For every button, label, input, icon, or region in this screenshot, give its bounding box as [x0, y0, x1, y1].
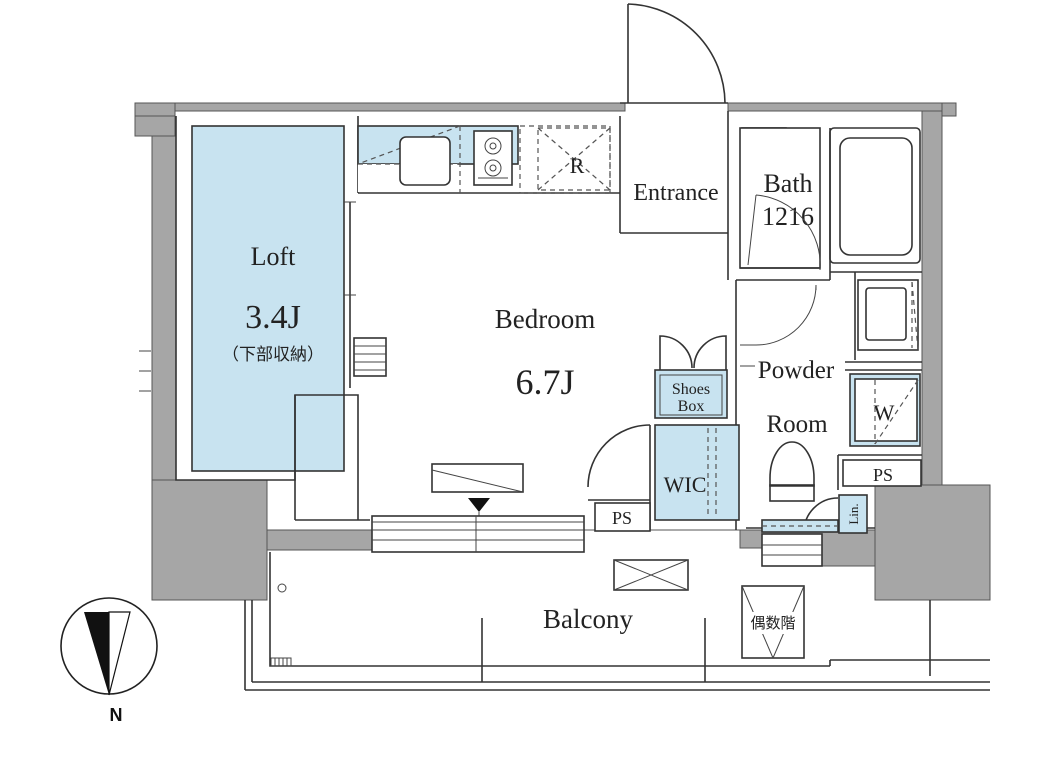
washer-label: W — [874, 400, 895, 425]
hatch-label: 偶数階 — [750, 615, 795, 632]
linen-cabinet: Lin. — [761, 494, 868, 534]
bath-area: Bath 1216 — [739, 127, 921, 271]
balcony-sliding-window — [371, 515, 585, 553]
washer-space: W — [849, 373, 921, 447]
air-conditioner — [431, 463, 524, 493]
balcony-area: Balcony — [244, 552, 990, 691]
shoes-box: Shoes Box — [654, 335, 728, 419]
loft-note: （下部収納） — [222, 345, 324, 364]
loft-ladder — [344, 201, 387, 388]
ps-powder-label: PS — [873, 465, 893, 485]
powder-label: Powder — [758, 357, 835, 384]
air-flow-marker — [468, 498, 490, 512]
bedroom-label: Bedroom — [495, 304, 596, 334]
balcony-label: Balcony — [543, 604, 633, 634]
shoes-box-label-2: Box — [678, 398, 705, 415]
refrigerator-space: R — [537, 127, 611, 191]
linen-label: Lin. — [846, 503, 861, 524]
compass: N — [60, 597, 158, 725]
sink — [399, 136, 451, 186]
bath-size: 1216 — [762, 202, 814, 231]
refrigerator-label: R — [570, 153, 585, 178]
stove — [473, 130, 513, 186]
powder-room-area: Powder Room — [740, 284, 835, 438]
toilet — [769, 441, 815, 502]
ps-bedroom-label: PS — [612, 508, 632, 528]
compass-north-label: N — [110, 705, 123, 725]
kitchen-counter — [357, 125, 611, 194]
loft-label: Loft — [251, 242, 297, 271]
vanity-sink — [857, 279, 919, 351]
entrance-label: Entrance — [633, 180, 718, 206]
loft-size: 3.4J — [245, 299, 301, 336]
walk-in-closet: WIC — [587, 424, 740, 521]
emergency-hatch: 偶数階 — [741, 585, 805, 659]
bedroom-size: 6.7J — [515, 362, 574, 402]
shoes-box-label-1: Shoes — [672, 381, 710, 398]
room-label: Room — [766, 411, 828, 438]
pipe-space-bedroom: PS — [594, 502, 651, 532]
bath-label: Bath — [763, 169, 812, 198]
bedroom-area: Bedroom 6.7J — [431, 304, 596, 548]
powder-window — [761, 533, 823, 567]
pipe-space-powder: PS — [842, 459, 922, 487]
wic-label: WIC — [664, 472, 707, 497]
entrance-area: Entrance — [620, 3, 728, 206]
loft-area: Loft 3.4J （下部収納） — [191, 125, 345, 472]
